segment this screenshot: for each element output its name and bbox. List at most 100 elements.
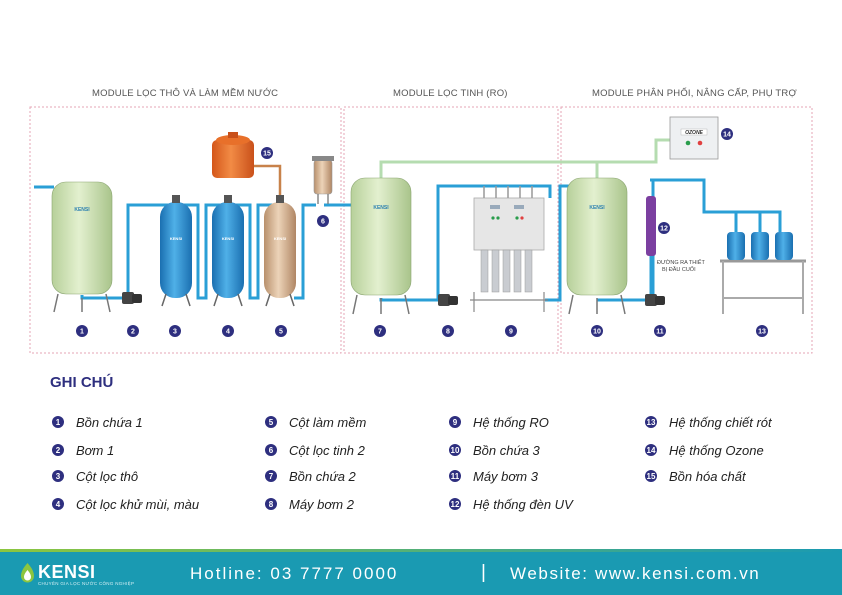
marker-label: 10	[593, 329, 601, 336]
legend-item: 15 Bồn hóa chất	[645, 468, 746, 484]
legend-number: 14	[645, 444, 657, 456]
legend-item: 4 Cột lọc khử mùi, màu	[52, 496, 199, 512]
legend-number: 5	[265, 416, 277, 428]
marker-6: 6	[317, 215, 329, 227]
module-title-ro: MODULE LỌC TINH (RO)	[393, 88, 508, 99]
chemical-tank	[212, 132, 254, 178]
legend-number: 2	[52, 444, 64, 456]
marker-label: 5	[279, 329, 283, 336]
footer-separator: |	[481, 562, 486, 583]
marker-10: 10	[591, 325, 603, 337]
legend-number: 13	[645, 416, 657, 428]
footer-website[interactable]: Website: www.kensi.com.vn	[510, 564, 761, 583]
outlet-note-2: BỊ ĐẦU CUỐI	[662, 266, 696, 273]
legend-text: Bồn chứa 2	[289, 468, 356, 484]
column-5-brand: KENSI	[274, 236, 286, 241]
legend-number: 7	[265, 470, 277, 482]
marker-label: 8	[446, 329, 450, 336]
filling-system	[720, 232, 806, 314]
legend-number: 8	[265, 498, 277, 510]
pump-3	[645, 294, 665, 306]
marker-7: 7	[374, 325, 386, 337]
pump-2	[438, 294, 458, 306]
legend-text: Cột lọc tinh 2	[289, 442, 365, 458]
marker-9: 9	[505, 325, 517, 337]
column-deodorize-filter: KENSI	[212, 195, 244, 307]
column-softener: KENSI	[264, 195, 296, 307]
legend-title: GHI CHÚ	[50, 374, 114, 391]
uv-lamp-system	[646, 196, 656, 294]
legend-text: Bồn hóa chất	[669, 468, 746, 484]
tank-2-brand: KENSI	[373, 205, 389, 211]
fine-filter-2	[312, 156, 334, 204]
legend-item: 5 Cột làm mềm	[265, 414, 366, 430]
legend-text: Cột lọc thô	[76, 468, 139, 484]
marker-4: 4	[222, 325, 234, 337]
legend-text: Bồn chứa 1	[76, 414, 143, 430]
marker-label: 11	[656, 329, 664, 336]
marker-label: 9	[509, 329, 513, 336]
legend-item: 10 Bồn chứa 3	[449, 442, 540, 458]
marker-label: 3	[173, 329, 177, 336]
kensi-logo-icon	[21, 563, 34, 583]
footer-accent	[0, 549, 842, 552]
marker-label: 7	[378, 329, 382, 336]
marker-label: 13	[758, 329, 766, 336]
marker-13: 13	[756, 325, 768, 337]
column-coarse-filter: KENSI	[160, 195, 192, 307]
marker-2: 2	[127, 325, 139, 337]
legend-number: 10	[449, 444, 461, 456]
legend-number: 15	[645, 470, 657, 482]
legend-text: Hệ thống RO	[473, 414, 549, 430]
marker-label: 14	[723, 132, 731, 139]
marker-15: 15	[261, 147, 273, 159]
footer-bar	[0, 552, 842, 595]
module-title-distribution: MODULE PHÂN PHỐI, NÂNG CẤP, PHỤ TRỢ	[592, 88, 797, 99]
module-box-pretreatment	[29, 106, 342, 354]
footer-tagline: CHUYÊN GIA LỌC NƯỚC CÔNG NGHIỆP	[38, 581, 135, 586]
marker-14: 14	[721, 128, 733, 140]
module-box-ro	[343, 106, 559, 354]
legend-text: Cột lọc khử mùi, màu	[76, 496, 200, 512]
legend-text: Hệ thống đèn UV	[473, 496, 573, 512]
legend-text: Bơm 1	[76, 442, 115, 458]
pump-1	[122, 292, 142, 304]
legend-item: 7 Bồn chứa 2	[265, 468, 356, 484]
legend-number: 4	[52, 498, 64, 510]
legend-item: 2 Bơm 1	[52, 442, 114, 458]
legend-text: Hệ thống chiết rót	[669, 414, 772, 430]
marker-11: 11	[654, 325, 666, 337]
marker-12: 12	[658, 222, 670, 234]
footer-brand: KENSI	[38, 562, 96, 582]
marker-label: 6	[321, 219, 325, 226]
outlet-note-1: ĐƯỜNG RA THIẾT	[657, 259, 705, 266]
legend-item: 12 Hệ thống đèn UV	[449, 496, 573, 512]
legend-number: 12	[449, 498, 461, 510]
legend-item: 8 Máy bơm 2	[265, 496, 354, 512]
legend-number: 11	[449, 470, 461, 482]
column-4-brand: KENSI	[222, 236, 234, 241]
legend-number: 3	[52, 470, 64, 482]
tank-1: KENSI	[51, 181, 113, 313]
legend-text: Cột làm mềm	[289, 414, 367, 430]
legend-item: 1 Bồn chứa 1	[52, 414, 143, 430]
marker-8: 8	[442, 325, 454, 337]
footer-hotline[interactable]: Hotline: 03 7777 0000	[190, 564, 399, 583]
legend-item: 13 Hệ thống chiết rót	[645, 414, 772, 430]
legend-text: Máy bơm 2	[289, 496, 354, 512]
legend-text: Bồn chứa 3	[473, 442, 540, 458]
marker-label: 15	[263, 151, 271, 158]
marker-3: 3	[169, 325, 181, 337]
marker-label: 1	[80, 329, 84, 336]
tank-3-brand: KENSI	[589, 205, 605, 211]
legend-number: 1	[52, 416, 64, 428]
marker-label: 4	[226, 329, 230, 336]
ozone-label: OZONE	[685, 130, 703, 136]
